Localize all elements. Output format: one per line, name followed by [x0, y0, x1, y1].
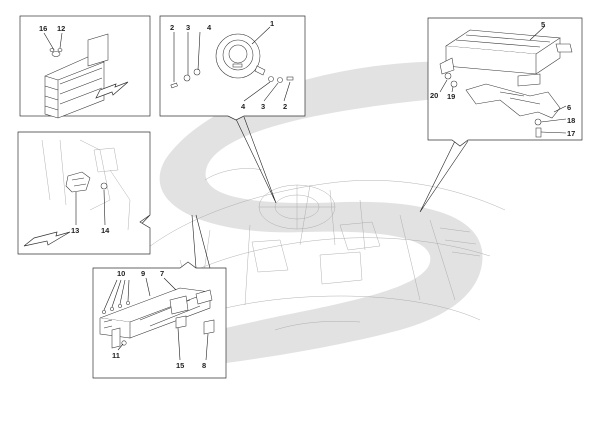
callout-16: 16	[39, 24, 47, 33]
callout-18: 18	[567, 116, 575, 125]
detail-box-a: 16 12	[19, 15, 151, 119]
callout-7: 7	[160, 269, 164, 278]
watermark-logo	[150, 61, 483, 372]
callout-11: 11	[112, 351, 120, 360]
callout-13: 13	[71, 226, 79, 235]
callout-4-bottom: 4	[241, 102, 246, 111]
callout-14: 14	[101, 226, 110, 235]
detail-box-e: 10 9 7 11 15 8	[92, 261, 227, 379]
callout-12: 12	[57, 24, 65, 33]
detail-box-c: 5 20 19 6 18 17	[427, 17, 583, 147]
callout-5: 5	[541, 20, 545, 29]
callout-20: 20	[430, 91, 438, 100]
callout-10: 10	[117, 269, 125, 278]
callout-1: 1	[270, 19, 274, 28]
callout-8: 8	[202, 361, 206, 370]
callout-2-top: 2	[170, 23, 174, 32]
callout-6: 6	[567, 103, 571, 112]
callout-3-bottom: 3	[261, 102, 265, 111]
callout-2-bottom: 2	[283, 102, 287, 111]
detail-box-d: 13 14	[17, 131, 151, 255]
callout-4-top: 4	[207, 23, 212, 32]
callout-19: 19	[447, 92, 455, 101]
callout-15: 15	[176, 361, 184, 370]
callout-3-top: 3	[186, 23, 190, 32]
detail-box-b: 2 3 4 1 4 3 2	[159, 15, 306, 121]
callout-17: 17	[567, 129, 575, 138]
car-interior-outline	[144, 168, 506, 331]
callout-9: 9	[141, 269, 145, 278]
leader-lines	[131, 116, 469, 269]
